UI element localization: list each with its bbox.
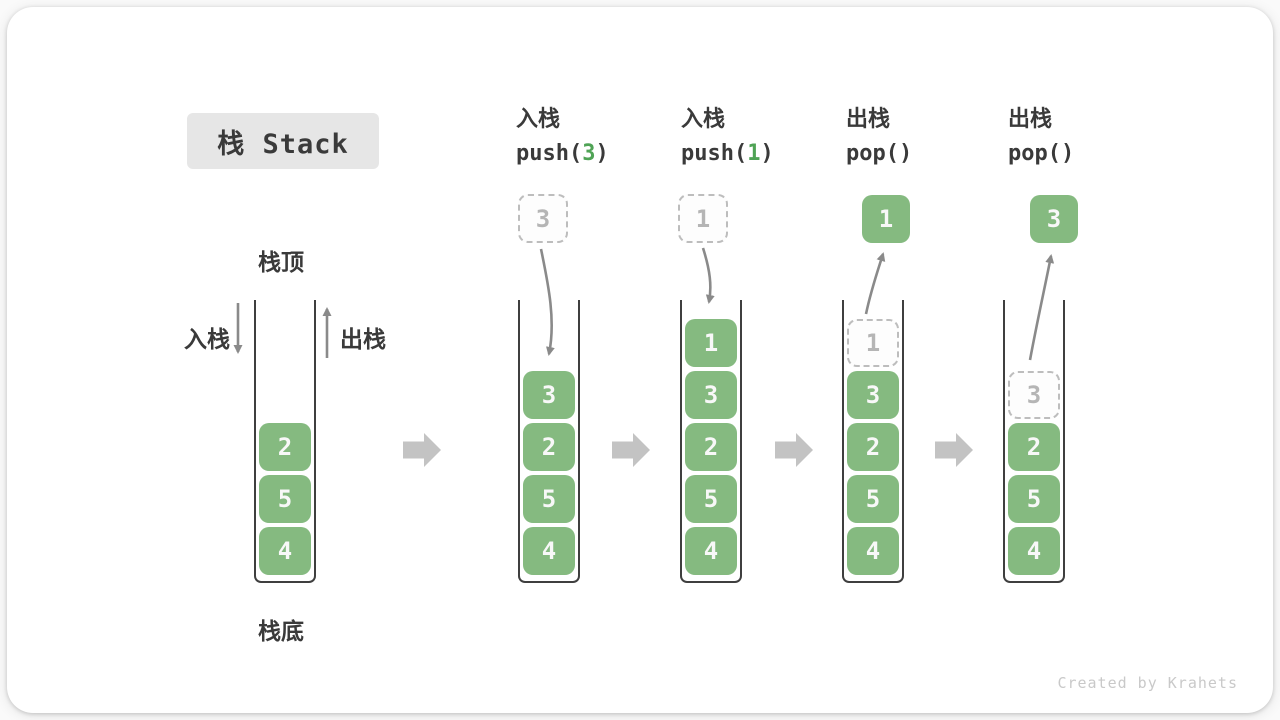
column-header-push-3: 入栈 push(3) [516,106,609,167]
stack-cell: 1 [685,319,737,367]
op-label: 出栈 [846,106,891,131]
stack-cell-ghost: 1 [847,319,899,367]
stack-cell: 2 [523,423,575,471]
code-post: ) [595,141,609,166]
stack-cell: 5 [685,475,737,523]
code-post: ) [760,141,774,166]
code-pre: pop( [846,141,899,166]
stack-cell: 3 [847,371,899,419]
code-pre: pop( [1008,141,1061,166]
pushed-element-ghost: 1 [678,194,728,243]
stack-cell: 5 [1008,475,1060,523]
stack-cell: 2 [685,423,737,471]
code-label: pop() [1008,141,1074,167]
popped-element-box: 1 [862,195,910,243]
code-post: ) [1060,141,1075,166]
stack-cell: 3 [685,371,737,419]
stack-cell: 5 [523,475,575,523]
stack-cell: 5 [847,475,899,523]
stack-bottom-label: 栈底 [258,618,304,644]
stack-cell: 4 [523,527,575,575]
stack-top-label: 栈顶 [258,249,304,275]
stack-cell: 2 [259,423,311,471]
stack-cell: 4 [847,527,899,575]
diagram-title-text: 栈 Stack [217,128,349,160]
code-label: push(1) [681,141,774,167]
op-label: 入栈 [516,106,561,131]
push-side-label: 入栈 [184,326,230,352]
stack-cell: 4 [685,527,737,575]
code-label: push(3) [516,141,609,167]
diagram-title: 栈 Stack [187,113,379,169]
code-pre: push( [516,141,583,166]
code-arg: 1 [747,141,761,166]
stack-cell: 4 [1008,527,1060,575]
column-header-pop-3: 出栈 pop() [1008,106,1074,167]
code-pre: push( [681,141,748,166]
stack-cell: 4 [259,527,311,575]
code-label: pop() [846,141,912,167]
column-header-pop-1: 出栈 pop() [846,106,912,167]
op-label: 入栈 [681,106,726,131]
code-arg: 3 [582,141,596,166]
op-label: 出栈 [1008,106,1053,131]
popped-element-box: 3 [1030,195,1078,243]
code-post: ) [898,141,913,166]
column-header-push-1: 入栈 push(1) [681,106,774,167]
pop-side-label: 出栈 [340,326,386,352]
stack-cell: 2 [1008,423,1060,471]
stack-cell: 5 [259,475,311,523]
watermark: Created by Krahets [1057,674,1238,692]
stack-cell: 2 [847,423,899,471]
stack-cell: 3 [523,371,575,419]
stack-cell-ghost: 3 [1008,371,1060,419]
pushed-element-ghost: 3 [518,194,568,243]
